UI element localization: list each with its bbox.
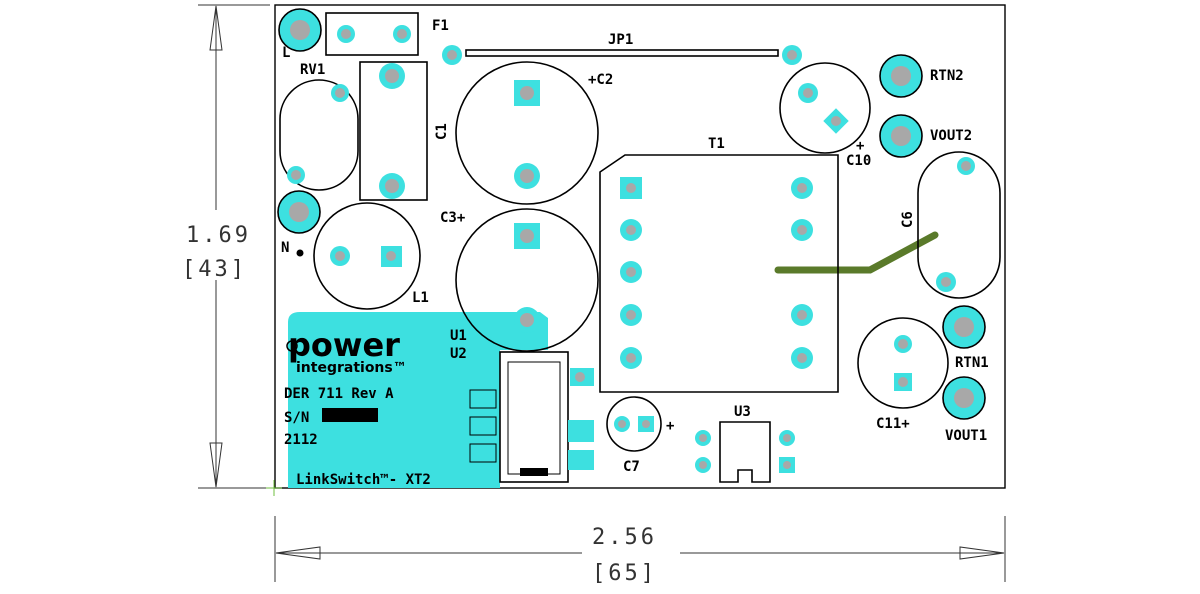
capacitor-c1	[359, 61, 428, 201]
label-c3: C3+	[440, 210, 465, 226]
label-t1: T1	[708, 136, 725, 152]
text-product: LinkSwitch™- XT2	[296, 472, 431, 488]
connector-vout2	[879, 114, 923, 158]
connector-rtn2	[879, 54, 923, 98]
varistor-rv1	[279, 79, 359, 191]
capacitor-c10	[779, 62, 871, 154]
label-c7-plus: +	[666, 418, 674, 434]
fuse-f1	[325, 12, 419, 56]
label-u1: U1	[450, 328, 467, 344]
label-rv1: RV1	[300, 62, 325, 78]
dim-width-in: 2.56	[592, 525, 657, 550]
dim-height-mm: [43]	[182, 257, 247, 282]
capacitor-c2	[455, 61, 599, 205]
capacitor-c3	[455, 208, 599, 352]
label-c11: C11+	[876, 416, 910, 432]
dim-height-in: 1.69	[186, 223, 251, 248]
ic-u2	[469, 351, 594, 483]
ic-u3	[695, 421, 795, 483]
brand-power: power	[288, 326, 400, 364]
text-sn: S/N	[284, 410, 309, 426]
label-rtn1: RTN1	[955, 355, 989, 371]
capacitor-c6	[917, 151, 1001, 299]
capacitor-c11	[857, 317, 949, 409]
dim-width-mm: [65]	[592, 561, 657, 586]
capacitor-c7	[606, 396, 662, 452]
label-n: N	[281, 240, 289, 256]
label-u3: U3	[734, 404, 751, 420]
connector-vout1	[942, 376, 986, 420]
dimension-height	[198, 4, 282, 496]
label-u2: U2	[450, 346, 467, 362]
logo-mark	[286, 340, 298, 352]
inductor-l1	[313, 202, 421, 310]
label-c1: C1	[434, 123, 450, 140]
label-f1: F1	[432, 18, 449, 34]
green-trace	[774, 231, 939, 274]
text-date-code: 2112	[284, 432, 318, 448]
label-jp1: JP1	[608, 32, 633, 48]
connector-n	[277, 190, 321, 257]
label-rtn2: RTN2	[930, 68, 964, 84]
label-l: L	[282, 45, 290, 61]
dimension-width	[274, 516, 1006, 582]
text-der: DER 711 Rev A	[284, 386, 394, 402]
connector-rtn1	[942, 305, 986, 349]
label-c10-plus: +	[856, 138, 864, 154]
label-c7: C7	[623, 459, 640, 475]
label-c6: C6	[900, 211, 916, 228]
label-c10: C10	[846, 153, 871, 169]
label-vout2: VOUT2	[930, 128, 972, 144]
brand-integrations: integrations™	[296, 360, 407, 376]
transformer-t1	[599, 154, 839, 393]
label-vout1: VOUT1	[945, 428, 987, 444]
serial-number-box	[322, 408, 378, 422]
label-l1: L1	[412, 290, 429, 306]
jumper-jp1	[442, 45, 802, 65]
label-c2: +C2	[588, 72, 613, 88]
connector-l	[278, 8, 322, 52]
